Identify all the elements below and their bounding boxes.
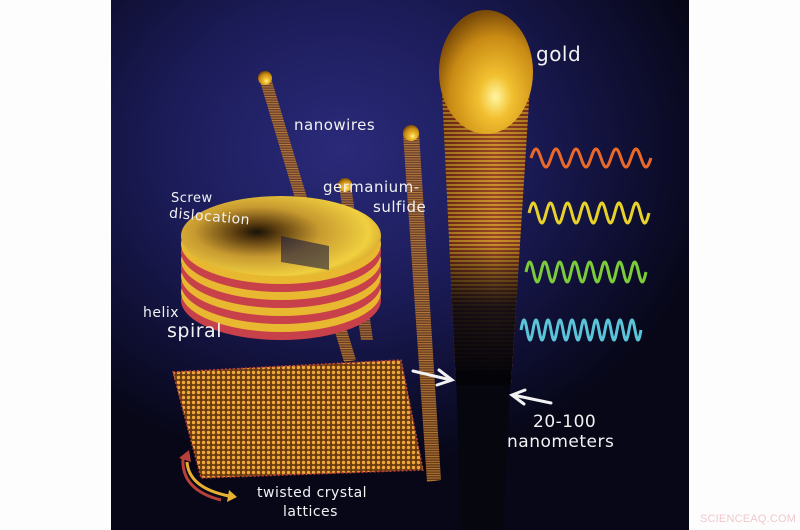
arrow-left-icon	[511, 393, 553, 405]
label-lattices: lattices	[283, 504, 338, 520]
label-nanometers: nanometers	[507, 432, 615, 452]
label-screw: Screw	[171, 191, 213, 206]
nanowire-right	[403, 125, 441, 482]
label-gold: gold	[536, 42, 582, 66]
watermark: SCIENCEAQ.COM	[700, 513, 797, 525]
label-nanowires: nanowires	[294, 116, 376, 134]
label-germanium: germanium-	[323, 178, 420, 196]
label-size-range: 20-100	[533, 412, 597, 432]
illustration-graphics	[172, 10, 653, 530]
rotation-arrow-icon	[179, 450, 237, 502]
wave-cyan	[519, 318, 643, 342]
label-twisted-crystal: twisted crystal	[257, 485, 368, 501]
wave-green	[524, 260, 648, 284]
size-arrows	[411, 368, 553, 406]
emission-waves	[519, 147, 653, 342]
screw-dislocation-disk	[181, 196, 381, 340]
label-helix: helix	[143, 305, 180, 321]
wave-yellow	[527, 201, 651, 225]
wave-orange	[529, 147, 653, 169]
large-nanowire	[439, 10, 533, 530]
label-spiral: spiral	[167, 320, 222, 342]
nanowire-illustration: gold nanowires germanium- sulfide Screw …	[111, 0, 689, 530]
twisted-crystal-lattice	[172, 359, 424, 479]
label-sulfide: sulfide	[373, 198, 427, 216]
arrow-right-icon	[411, 369, 453, 382]
